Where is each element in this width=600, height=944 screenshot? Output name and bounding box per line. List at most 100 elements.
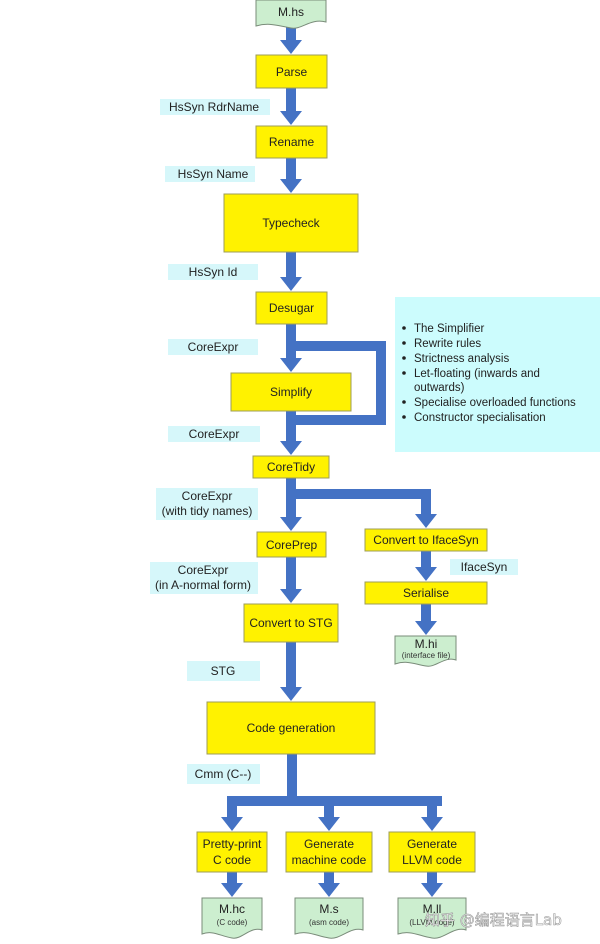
stage-typecheck-label: Typecheck <box>262 216 320 230</box>
bullet-icon <box>402 326 406 330</box>
stage-parse-label: Parse <box>276 65 308 79</box>
arrow-stg-codegen-arrowhead-icon <box>280 687 302 701</box>
file-m-s-desc: (asm code) <box>309 918 349 927</box>
label-coreexpr-tidy-line1: CoreExpr <box>182 489 233 503</box>
stage-gen-machine-line1: Generate <box>304 837 354 851</box>
stage-coretidy-label: CoreTidy <box>267 460 315 474</box>
label-stg: STG <box>187 661 260 681</box>
codegen-branch-bar <box>227 796 442 806</box>
simplifier-note-item: Constructor specialisation <box>414 412 546 424</box>
bullet-icon <box>402 371 406 375</box>
arrow-serialise-hi-shaft <box>421 604 431 621</box>
arrow-codegen-llvm-shaft <box>427 796 437 817</box>
label-coreexpr-anf-line1: CoreExpr <box>178 563 229 577</box>
stage-code-generation: Code generation <box>206 701 376 755</box>
stage-pretty-print-line2: C code <box>213 853 251 867</box>
arrow-coreprep-stg-arrowhead-icon <box>280 589 302 603</box>
label-stg-text: STG <box>211 664 236 678</box>
loop-right-bar <box>376 341 386 425</box>
stage-convert-ifacesyn: Convert to IfaceSyn <box>364 528 488 552</box>
stage-desugar: Desugar <box>255 291 328 325</box>
bullet-icon <box>402 356 406 360</box>
arrow-desugar-simplify-arrowhead-icon <box>280 358 302 372</box>
label-hssyn-id-text: HsSyn Id <box>189 265 238 279</box>
arrow-codegen-asm-shaft <box>324 796 334 817</box>
arrow-iface-serialise-shaft <box>421 551 431 567</box>
arrow-codegen-llvm-arrowhead-icon <box>421 817 443 831</box>
bullet-icon <box>402 415 406 419</box>
arrow-hs-parse-arrowhead-icon <box>280 40 302 54</box>
label-coreexpr-2-text: CoreExpr <box>189 427 240 441</box>
file-m-hc: M.hc (C code) <box>201 897 263 939</box>
stage-coretidy: CoreTidy <box>252 455 330 479</box>
arrow-codegen-c-arrowhead-icon <box>221 817 243 831</box>
simplifier-note-item: Rewrite rules <box>414 338 481 350</box>
label-coreexpr-tidy-line2: (with tidy names) <box>162 504 253 518</box>
file-m-hc-desc: (C code) <box>217 918 248 927</box>
arrow-asm-s-shaft <box>324 872 334 883</box>
label-cmm: Cmm (C--) <box>187 764 260 784</box>
file-m-hi-name: M.hi <box>415 637 438 651</box>
file-m-ll: M.ll (LLVM code) <box>397 897 467 939</box>
stage-simplify: Simplify <box>230 372 352 412</box>
stage-desugar-label: Desugar <box>269 301 314 315</box>
simplifier-note-item: Specialise overloaded functions <box>414 397 576 409</box>
loop-bottom-bar <box>291 415 386 425</box>
simplifier-note-item: The Simplifier <box>414 323 484 335</box>
file-m-hs-name: M.hs <box>278 5 304 19</box>
arrow-asm-s-arrowhead-icon <box>318 883 340 897</box>
arrow-codegen-asm-arrowhead-icon <box>318 817 340 831</box>
arrow-simplify-coretidy-shaft <box>286 411 296 441</box>
stage-gen-llvm: Generate LLVM code <box>388 831 476 873</box>
stage-coreprep: CorePrep <box>256 531 327 558</box>
stage-convert-stg-label: Convert to STG <box>249 616 332 630</box>
arrow-coretidy-coreprep-arrowhead-icon <box>280 517 302 531</box>
label-hssyn-id: HsSyn Id <box>168 264 258 280</box>
file-m-hi-desc: (interface file) <box>402 651 451 660</box>
arrow-rename-typecheck-arrowhead-icon <box>280 179 302 193</box>
arrow-c-hc-shaft <box>227 872 237 883</box>
codegen-trunk <box>287 754 297 804</box>
loop-top-bar <box>291 341 386 351</box>
file-m-s: M.s (asm code) <box>294 897 364 939</box>
stage-serialise-label: Serialise <box>403 586 449 600</box>
stage-gen-llvm-line1: Generate <box>407 837 457 851</box>
arrow-llvm-ll-shaft <box>427 872 437 883</box>
bullet-icon <box>402 341 406 345</box>
arrow-serialise-hi-arrowhead-icon <box>415 621 437 635</box>
arrow-coreprep-stg-shaft <box>286 557 296 589</box>
stage-pretty-print-line1: Pretty-print <box>203 837 262 851</box>
arrow-llvm-ll-arrowhead-icon <box>421 883 443 897</box>
stage-gen-machine-line2: machine code <box>292 853 367 867</box>
arrow-c-hc-arrowhead-icon <box>221 883 243 897</box>
label-coreexpr-2: CoreExpr <box>168 426 260 442</box>
stage-simplify-label: Simplify <box>270 385 312 399</box>
stage-rename-label: Rename <box>269 135 315 149</box>
arrow-coretidy-iface-shaft <box>421 489 431 514</box>
stage-rename: Rename <box>255 125 328 159</box>
arrow-rename-typecheck-shaft <box>286 158 296 179</box>
arrow-coretidy-iface-arrowhead-icon <box>415 514 437 528</box>
arrow-codegen-c-shaft <box>227 796 237 817</box>
arrows <box>221 24 443 897</box>
stage-typecheck: Typecheck <box>223 193 359 253</box>
stage-gen-llvm-line2: LLVM code <box>402 853 462 867</box>
label-hssyn-rdrname: HsSyn RdrName <box>160 99 270 115</box>
simplifier-note-item: Let-floating (inwards and <box>414 368 540 380</box>
stage-gen-machine: Generate machine code <box>285 831 373 873</box>
file-m-ll-desc: (LLVM code) <box>409 918 455 927</box>
label-coreexpr-anf-line2: (in A-normal form) <box>155 578 251 592</box>
stage-code-generation-label: Code generation <box>247 721 336 735</box>
arrow-simplify-coretidy-arrowhead-icon <box>280 441 302 455</box>
arrow-stg-codegen-shaft <box>286 642 296 687</box>
arrow-typecheck-desugar-arrowhead-icon <box>280 277 302 291</box>
file-m-ll-name: M.ll <box>423 902 442 916</box>
arrow-parse-rename-shaft <box>286 88 296 111</box>
label-coreexpr-tidy: CoreExpr (with tidy names) <box>156 488 258 520</box>
label-hssyn-name: HsSyn Name <box>165 166 255 182</box>
file-m-hc-name: M.hc <box>219 902 245 916</box>
arrow-hs-parse-shaft <box>286 24 296 40</box>
